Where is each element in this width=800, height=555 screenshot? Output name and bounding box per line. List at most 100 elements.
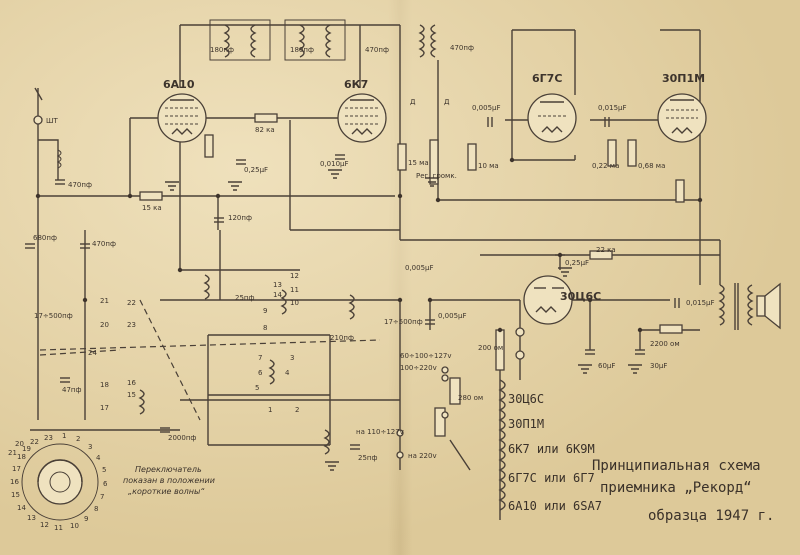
wafer-num-9: 9 xyxy=(84,515,88,523)
label-r15: 15 ка xyxy=(142,204,162,212)
tube-list: 30Ц6С 30П1М 6К7 или 6К9М 6Г7С или 6Г7 6А… xyxy=(508,392,602,513)
label-c25b: 25пф xyxy=(235,294,254,302)
label-c60: 60μF xyxy=(598,362,615,370)
contact-4: 4 xyxy=(285,369,290,377)
label-mains-110-127: на 110÷127v xyxy=(356,428,404,436)
label-c025b: 0,25μF xyxy=(565,259,589,267)
label-c25: 25пф xyxy=(358,454,377,462)
switch-linkage xyxy=(39,299,381,421)
contact-9: 9 xyxy=(263,307,267,315)
label-d2: Д xyxy=(444,98,450,106)
mains-switch xyxy=(396,366,471,471)
contact-22: 22 xyxy=(127,299,136,307)
tube-label-30p1m: 30П1М xyxy=(662,72,705,85)
junctions xyxy=(35,157,703,333)
output-transformer xyxy=(718,283,754,330)
contact-24: 24 xyxy=(88,349,97,357)
detector-transformer xyxy=(418,24,437,58)
title-line-3: образца 1947 г. xyxy=(648,508,774,524)
mains-labels: 60÷100÷127v 100÷220v на 110÷127v на 220v xyxy=(356,352,452,460)
capacitors xyxy=(25,117,680,450)
label-c0005a: 0,005μF xyxy=(405,264,434,272)
label-c120: 120пф xyxy=(228,214,252,222)
label-c025a: 0,25μF xyxy=(244,166,268,174)
label-mains-220: на 220v xyxy=(408,452,437,460)
label-c0015a: 0,015μF xyxy=(598,104,627,112)
antenna xyxy=(33,87,62,300)
wafer-num-4: 4 xyxy=(96,454,101,462)
if-transformer-1 xyxy=(209,19,271,61)
label-r10: 10 ма xyxy=(478,162,499,170)
contact-20: 20 xyxy=(100,321,109,329)
wafer-num-11: 11 xyxy=(54,524,63,532)
tube-label-6a10: 6А10 xyxy=(163,78,195,91)
contact-15: 15 xyxy=(127,391,136,399)
label-d1: Д xyxy=(410,98,416,106)
label-r200: 200 ом xyxy=(478,344,503,352)
band-switch-wafer xyxy=(21,443,99,521)
wafer-num-8: 8 xyxy=(94,505,98,513)
label-mains-100-220: 100÷220v xyxy=(400,364,437,372)
label-r22: 22 ка xyxy=(596,246,616,254)
label-c210: 210пф xyxy=(330,334,354,342)
label-c010: 0,010μF xyxy=(320,160,349,168)
tube-30p1m xyxy=(657,93,707,143)
label-c470-top2: 470пф xyxy=(450,44,474,52)
band-coils xyxy=(138,274,355,455)
wafer-num-20: 20 xyxy=(15,440,24,448)
label-c180a: 180пф xyxy=(210,46,234,54)
label-c470-mid: 470пф xyxy=(92,240,116,248)
grounds xyxy=(165,169,642,471)
contact-2: 2 xyxy=(295,406,299,414)
wafer-num-13: 13 xyxy=(27,514,36,522)
label-c47: 47пф xyxy=(62,386,81,394)
contact-23: 23 xyxy=(127,321,136,329)
tube-list-item-3: 6К7 или 6К9М xyxy=(508,442,595,456)
tube-list-item-2: 30П1М xyxy=(508,417,544,431)
contact-13: 13 xyxy=(273,281,282,289)
contact-5: 5 xyxy=(255,384,259,392)
label-c470-left: 470пф xyxy=(68,181,92,189)
wafer-num-16: 16 xyxy=(10,478,19,486)
tube-list-item-1: 30Ц6С xyxy=(508,392,544,406)
contact-7: 7 xyxy=(258,354,262,362)
tube-labels: 6А10 6К7 6Г7С 30П1М 30Ц6С xyxy=(163,72,705,303)
switch-note-line3: „короткие волны“ xyxy=(128,487,205,496)
wafer-num-1: 1 xyxy=(62,432,66,440)
label-c180b: 180пф xyxy=(290,46,314,54)
label-r022: 0,22 ма xyxy=(592,162,619,170)
label-c0005c: 0,005μF xyxy=(438,312,467,320)
wafer-num-2: 2 xyxy=(76,435,80,443)
contact-1: 1 xyxy=(268,406,272,414)
switch-contact-labels: 21 22 20 23 24 16 18 17 15 14 13 12 11 1… xyxy=(88,272,299,414)
wafer-numbers: 22 23 1 2 3 4 5 6 7 8 9 10 11 12 13 14 1… xyxy=(8,432,108,532)
resistors xyxy=(139,113,685,334)
tube-list-item-5: 6А10 или 6SA7 xyxy=(508,499,602,513)
wafer-num-6: 6 xyxy=(103,480,108,488)
label-r068: 0,68 ма xyxy=(638,162,665,170)
label-r2200: 2200 ом xyxy=(650,340,680,348)
wafer-num-19: 19 xyxy=(22,445,31,453)
wafer-num-22: 22 xyxy=(30,438,39,446)
contact-8: 8 xyxy=(263,324,267,332)
tube-6k7 xyxy=(337,93,387,143)
switch-note-line2: показан в положении xyxy=(123,476,215,485)
component-labels: 180пф 180пф 470пф 470пф 470пф 470пф 680п… xyxy=(33,44,715,462)
tube-list-item-4: 6Г7С или 6Г7 xyxy=(508,471,595,485)
label-mains-60-127: 60÷100÷127v xyxy=(400,352,452,360)
wafer-num-21: 21 xyxy=(8,449,17,457)
label-c470-top: 470пф xyxy=(365,46,389,54)
label-r15b: 15 ма xyxy=(408,159,429,167)
wafer-num-5: 5 xyxy=(102,466,106,474)
label-c17500a: 17÷500пф xyxy=(34,312,73,320)
wafer-num-18: 18 xyxy=(17,453,26,461)
loudspeaker xyxy=(756,282,781,330)
label-c30: 30μF xyxy=(650,362,667,370)
contact-6: 6 xyxy=(258,369,263,377)
wafer-num-14: 14 xyxy=(17,504,26,512)
wafer-num-10: 10 xyxy=(70,522,79,530)
label-r280: 280 ом xyxy=(458,394,483,402)
tube-label-6k7: 6К7 xyxy=(344,78,368,91)
tube-6g7s xyxy=(527,93,577,143)
